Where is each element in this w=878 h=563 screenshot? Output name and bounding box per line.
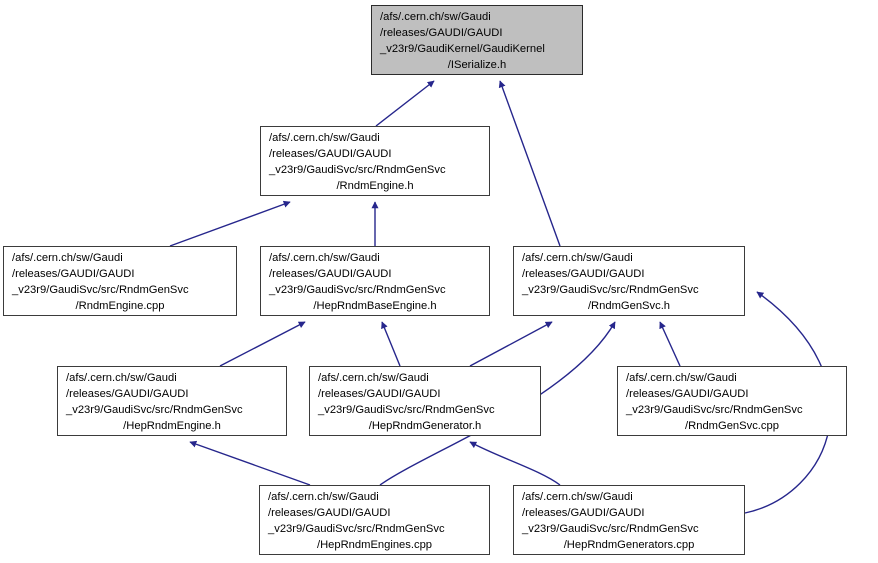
node-label-line: _v23r9/GaudiSvc/src/RndmGenSvc bbox=[522, 284, 699, 296]
node-label-line: /releases/GAUDI/GAUDI bbox=[380, 27, 503, 39]
node-label-line: /releases/GAUDI/GAUDI bbox=[268, 507, 391, 519]
node-label-line: /afs/.cern.ch/sw/Gaudi bbox=[318, 372, 429, 384]
node-label-line: _v23r9/GaudiSvc/src/RndmGenSvc bbox=[318, 404, 495, 416]
node-label-line: /afs/.cern.ch/sw/Gaudi bbox=[269, 132, 380, 144]
node-label-line: _v23r9/GaudiSvc/src/RndmGenSvc bbox=[12, 284, 189, 296]
node-label-line: /HepRndmGenerators.cpp bbox=[563, 539, 695, 551]
node-rndmgensvc_cpp[interactable]: /afs/.cern.ch/sw/Gaudi/releases/GAUDI/GA… bbox=[617, 366, 847, 436]
node-rndmengine_cpp[interactable]: /afs/.cern.ch/sw/Gaudi/releases/GAUDI/GA… bbox=[3, 246, 237, 316]
node-label-line: /afs/.cern.ch/sw/Gaudi bbox=[66, 372, 177, 384]
node-label-line: _v23r9/GaudiSvc/src/RndmGenSvc bbox=[626, 404, 803, 416]
node-label-line: /afs/.cern.ch/sw/Gaudi bbox=[268, 491, 379, 503]
node-label-line: _v23r9/GaudiSvc/src/RndmGenSvc bbox=[268, 523, 445, 535]
node-label-line: /afs/.cern.ch/sw/Gaudi bbox=[626, 372, 737, 384]
node-label-line: /releases/GAUDI/GAUDI bbox=[318, 388, 441, 400]
node-heprndmengines_cpp[interactable]: /afs/.cern.ch/sw/Gaudi/releases/GAUDI/GA… bbox=[259, 485, 490, 555]
edge-heprndmgenerators_cpp-to-heprndmgenerator_h bbox=[469, 441, 561, 486]
node-heprndmengine_h[interactable]: /afs/.cern.ch/sw/Gaudi/releases/GAUDI/GA… bbox=[57, 366, 287, 436]
node-label-line: /releases/GAUDI/GAUDI bbox=[626, 388, 749, 400]
node-label-line: /releases/GAUDI/GAUDI bbox=[12, 268, 135, 280]
node-label-line: /releases/GAUDI/GAUDI bbox=[269, 148, 392, 160]
node-label-line: /RndmGenSvc.h bbox=[587, 300, 671, 312]
node-label-line: /afs/.cern.ch/sw/Gaudi bbox=[522, 252, 633, 264]
node-label-line: /HepRndmBaseEngine.h bbox=[313, 300, 437, 312]
node-label-line: /RndmGenSvc.cpp bbox=[685, 420, 779, 432]
node-label-line: _v23r9/GaudiKernel/GaudiKernel bbox=[380, 43, 545, 55]
node-label-line: /afs/.cern.ch/sw/Gaudi bbox=[269, 252, 380, 264]
node-heprndmgenerators_cpp[interactable]: /afs/.cern.ch/sw/Gaudi/releases/GAUDI/GA… bbox=[513, 485, 745, 555]
node-label-line: /releases/GAUDI/GAUDI bbox=[269, 268, 392, 280]
edge-rndmgensvc_cpp-to-rndmgensvc_h bbox=[659, 321, 681, 367]
node-iserialize[interactable]: /afs/.cern.ch/sw/Gaudi/releases/GAUDI/GA… bbox=[371, 5, 583, 75]
node-label-line: _v23r9/GaudiSvc/src/RndmGenSvc bbox=[269, 164, 446, 176]
node-label-line: /afs/.cern.ch/sw/Gaudi bbox=[12, 252, 123, 264]
edge-heprndmengine_h-to-heprndmbaseengine_h bbox=[219, 321, 306, 367]
node-label-line: /HepRndmEngines.cpp bbox=[316, 539, 433, 551]
node-label-line: /ISerialize.h bbox=[447, 59, 507, 71]
node-label-line: /releases/GAUDI/GAUDI bbox=[522, 507, 645, 519]
edge-rndmengine_cpp-to-rndmengine_h bbox=[169, 200, 291, 247]
node-rndmengine_h[interactable]: /afs/.cern.ch/sw/Gaudi/releases/GAUDI/GA… bbox=[260, 126, 490, 196]
node-rndmgensvc_h[interactable]: /afs/.cern.ch/sw/Gaudi/releases/GAUDI/GA… bbox=[513, 246, 745, 316]
node-label-line: /HepRndmEngine.h bbox=[123, 420, 221, 432]
edge-rndmgensvc_h-to-iserialize bbox=[498, 80, 561, 247]
node-label-line: /HepRndmGenerator.h bbox=[368, 420, 482, 432]
node-label-line: /RndmEngine.h bbox=[336, 180, 414, 192]
edge-heprndmengines_cpp-to-heprndmengine_h bbox=[189, 440, 311, 486]
node-label-line: /afs/.cern.ch/sw/Gaudi bbox=[522, 491, 633, 503]
node-label-line: /afs/.cern.ch/sw/Gaudi bbox=[380, 11, 491, 23]
edges bbox=[169, 80, 832, 514]
node-heprndmbaseengine_h[interactable]: /afs/.cern.ch/sw/Gaudi/releases/GAUDI/GA… bbox=[260, 246, 490, 316]
edge-rndmengine_h-to-iserialize bbox=[375, 80, 435, 127]
node-label-line: _v23r9/GaudiSvc/src/RndmGenSvc bbox=[269, 284, 446, 296]
node-label-line: /releases/GAUDI/GAUDI bbox=[522, 268, 645, 280]
edge-heprndmgenerator_h-to-heprndmbaseengine_h bbox=[381, 321, 401, 367]
node-label-line: /RndmEngine.cpp bbox=[75, 300, 165, 312]
node-label-line: /releases/GAUDI/GAUDI bbox=[66, 388, 189, 400]
edge-heprndmgenerator_h-to-rndmgensvc_h bbox=[469, 321, 553, 367]
node-label-line: _v23r9/GaudiSvc/src/RndmGenSvc bbox=[522, 523, 699, 535]
node-heprndmgenerator_h[interactable]: /afs/.cern.ch/sw/Gaudi/releases/GAUDI/GA… bbox=[309, 366, 541, 436]
node-label-line: _v23r9/GaudiSvc/src/RndmGenSvc bbox=[66, 404, 243, 416]
